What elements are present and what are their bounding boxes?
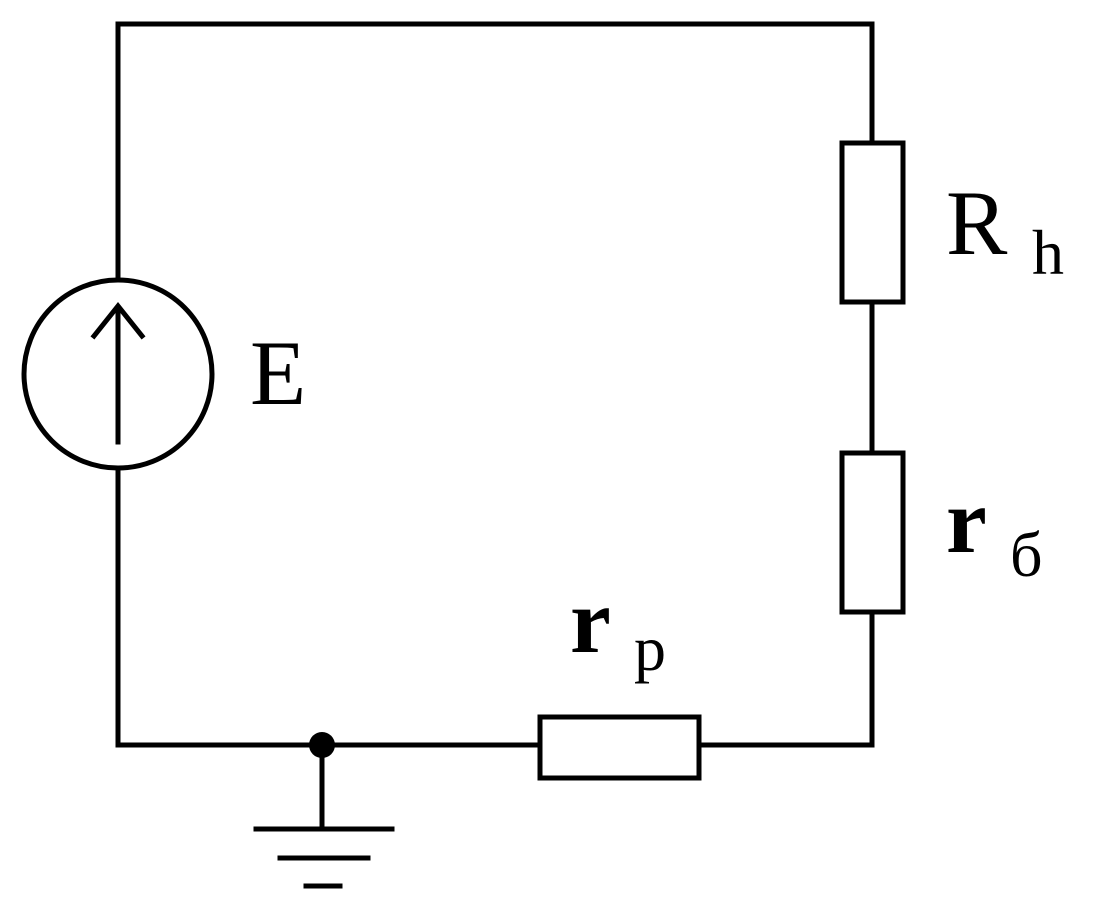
load-resistor-sub: h (1032, 217, 1064, 288)
ballast-resistor-label: r б (946, 470, 1043, 590)
bottom-wire (115, 467, 543, 748)
source-label: E (250, 322, 306, 424)
voltage-source-icon (21, 277, 215, 471)
ballast-resistor-main: r (946, 470, 987, 572)
regulating-resistor-main: r (570, 570, 611, 672)
right-wire-lower (696, 609, 875, 748)
junction-dot-icon (309, 732, 335, 758)
load-resistor-label: R h (946, 172, 1064, 288)
wires (115, 21, 875, 830)
regulating-resistor-label: r p (570, 570, 666, 684)
ground-icon (253, 826, 395, 889)
top-wire (115, 21, 875, 281)
regulating-resistor-sub: p (634, 613, 666, 684)
load-resistor-icon (839, 140, 906, 305)
regulating-resistor-icon (537, 714, 702, 781)
ballast-resistor-sub: б (1010, 519, 1043, 590)
load-resistor-main: R (946, 172, 1008, 274)
ballast-resistor-icon (839, 450, 906, 615)
